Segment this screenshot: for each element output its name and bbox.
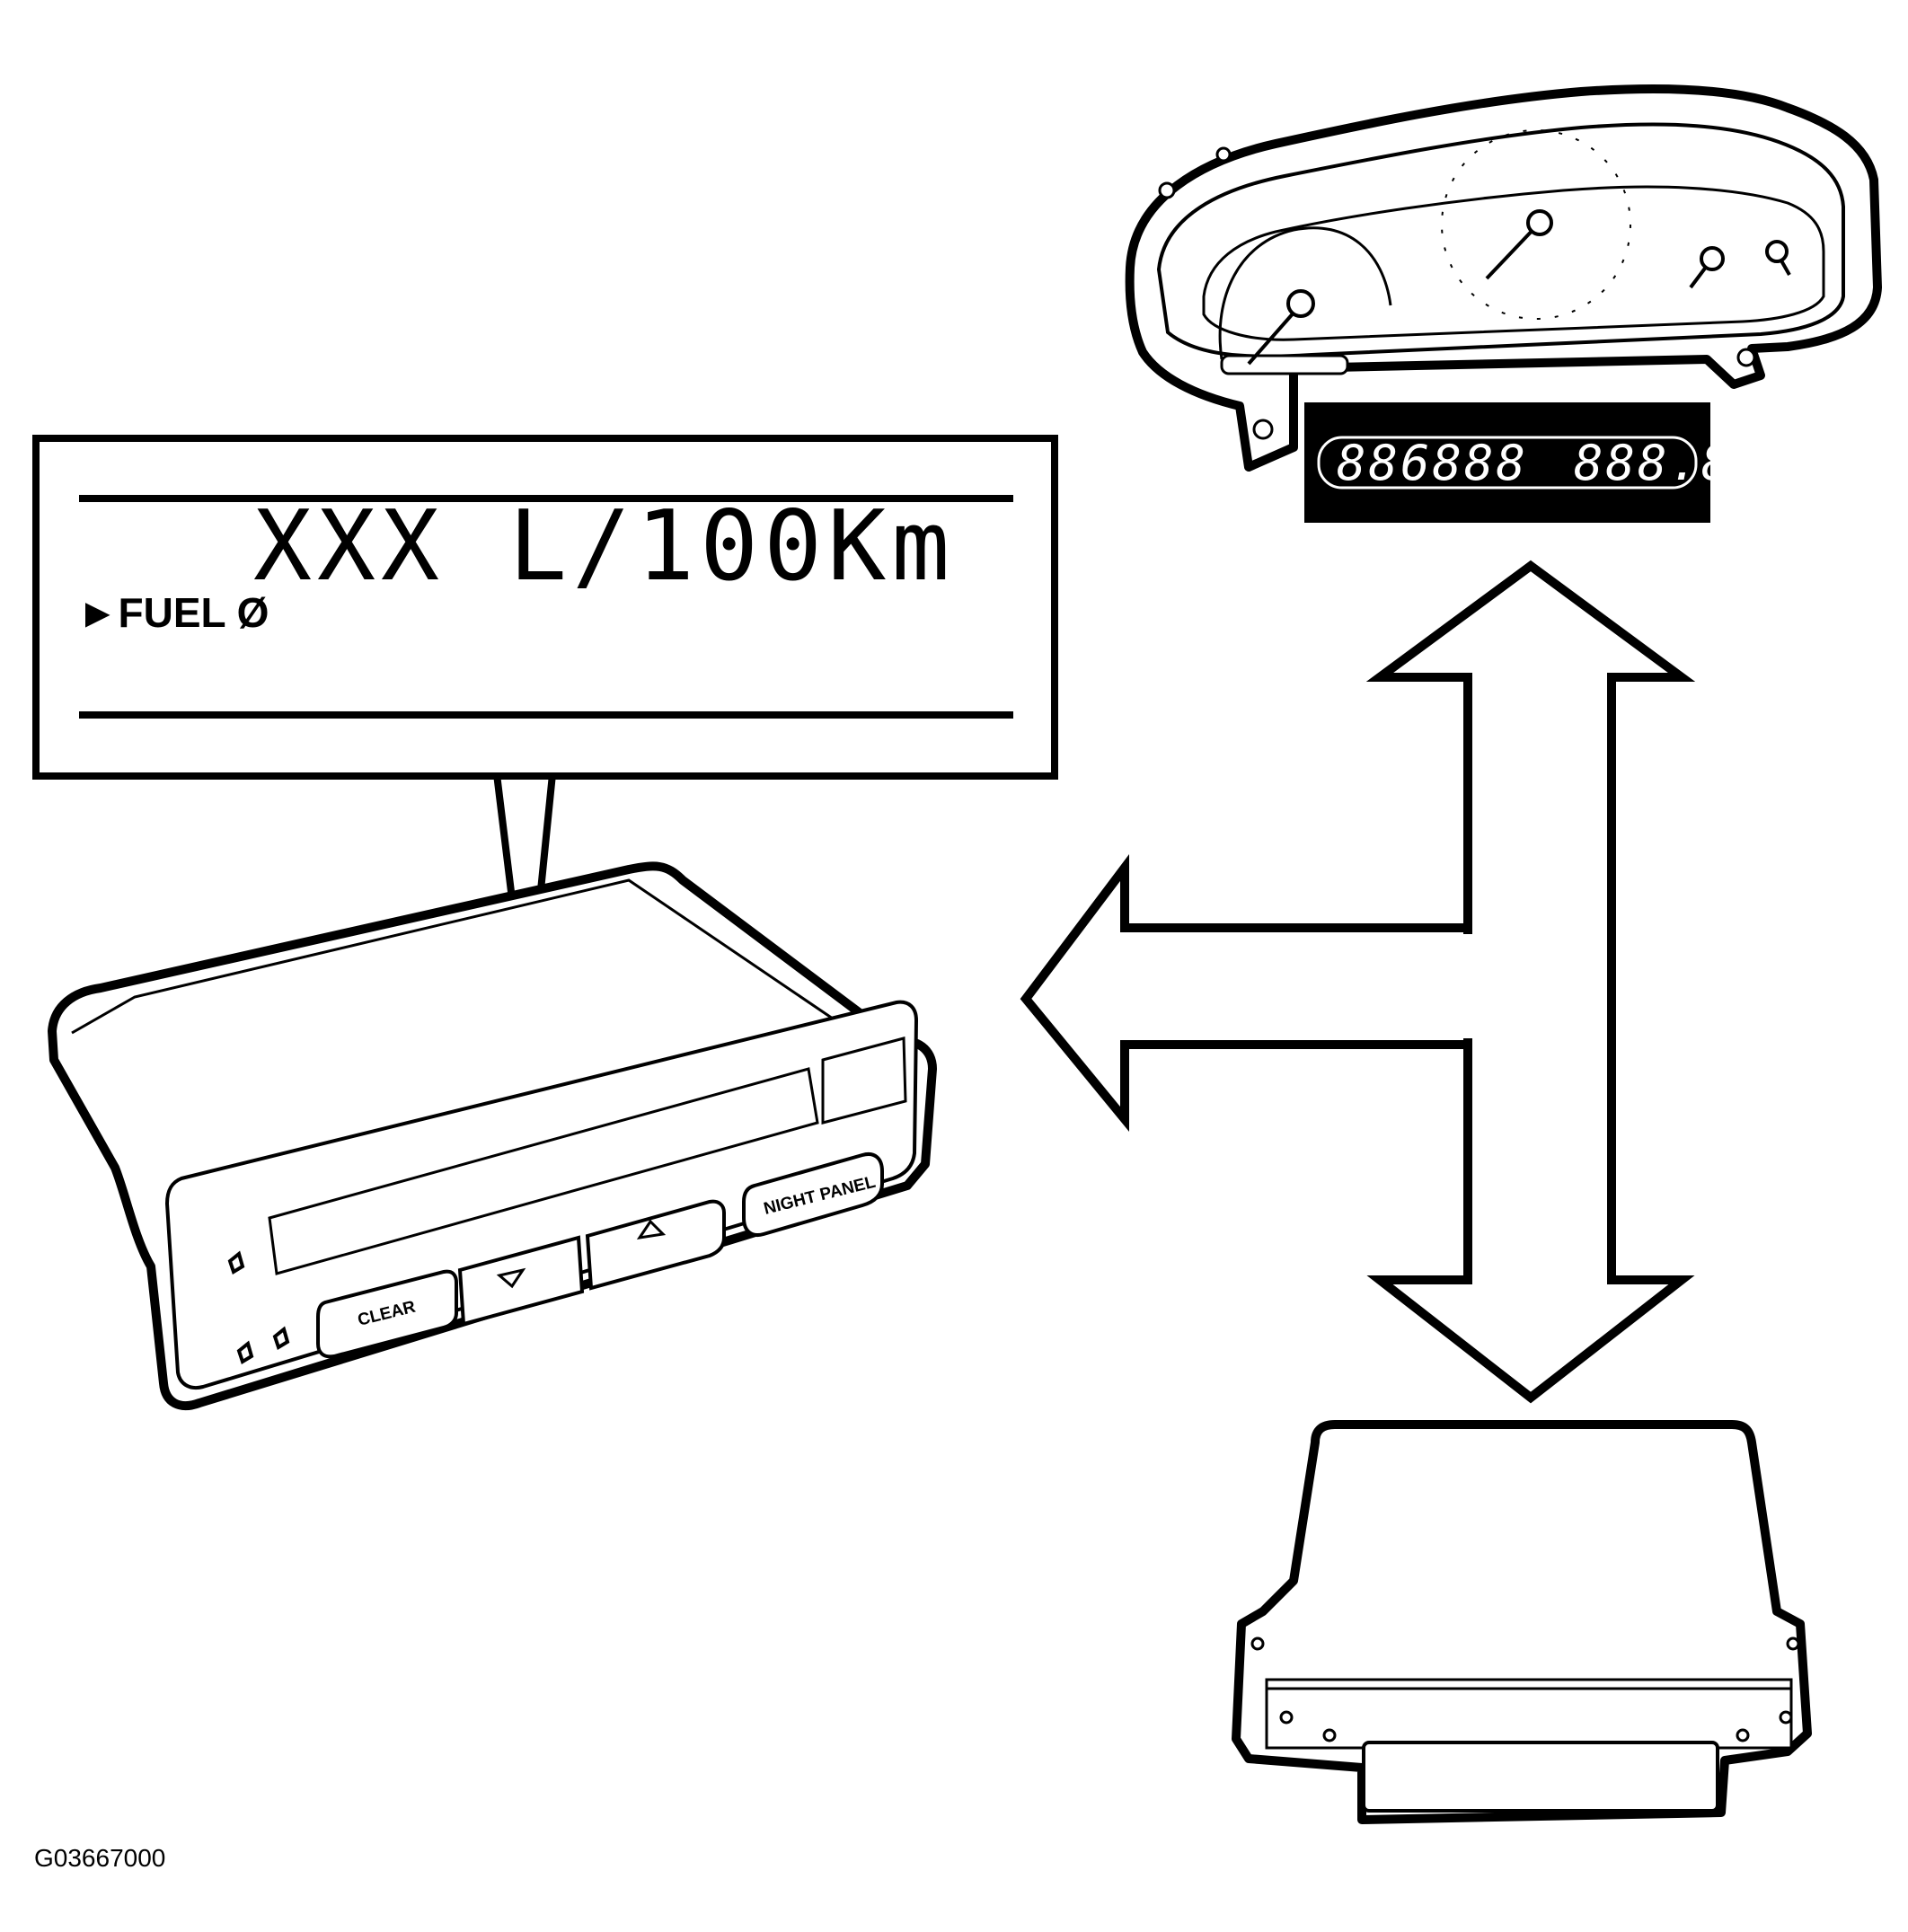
mount-hole	[1158, 181, 1176, 199]
arrow-junction	[1462, 934, 1473, 1038]
up-button[interactable]	[585, 1199, 726, 1291]
data-flow-arrows	[1020, 560, 1696, 1404]
down-button[interactable]	[457, 1235, 585, 1327]
small-gauge-hub-2	[1765, 240, 1789, 263]
odometer-window	[1317, 436, 1698, 490]
speedometer-hub	[1526, 209, 1553, 236]
left-gauge-arc	[1218, 226, 1392, 360]
module-faceplate	[164, 1000, 919, 1389]
module-screw	[1736, 1728, 1750, 1742]
instrument-cluster: 886888 888.8	[1125, 84, 1882, 523]
left-arrow	[1020, 854, 1472, 1132]
module-screw	[1779, 1710, 1793, 1725]
connector-plate	[1265, 1678, 1793, 1750]
mount-hole	[1252, 419, 1274, 440]
speedometer-needle	[1485, 223, 1540, 280]
left-gauge-hub	[1286, 289, 1315, 318]
gauge-bar	[1220, 354, 1349, 375]
diamond-icon	[272, 1326, 290, 1350]
diamond-icon	[236, 1340, 254, 1364]
module-screw	[1279, 1710, 1294, 1725]
speedometer-dial	[1441, 129, 1631, 320]
odometer-display	[1304, 402, 1710, 523]
clear-button[interactable]	[316, 1269, 458, 1359]
bidirectional-arrow	[1365, 560, 1696, 1404]
connector-socket	[1362, 1741, 1719, 1813]
callout-box	[32, 435, 1058, 780]
cluster-face	[1202, 185, 1825, 341]
module-screen	[268, 1067, 819, 1275]
mount-hole	[1215, 146, 1232, 163]
information-module: CLEAR NIGHT PANEL	[48, 861, 937, 1411]
module-screw	[1250, 1636, 1265, 1651]
odometer-value: 886888	[1337, 435, 1528, 491]
figure-id: G03667000	[34, 1844, 166, 1872]
module-screw	[1786, 1636, 1800, 1651]
module-screen-right	[821, 1037, 907, 1125]
module-screw	[1322, 1728, 1337, 1742]
mount-hole	[1736, 348, 1756, 367]
module-top-edge	[71, 878, 881, 1053]
up-arrow-icon	[636, 1219, 667, 1240]
fuel-reading-text: XXX L/100Km	[253, 490, 955, 603]
night-panel-button[interactable]	[742, 1152, 884, 1237]
fuel-mode-label: ►FUEL Ø	[77, 589, 269, 636]
cluster-housing	[1125, 84, 1882, 472]
display-callout: XXX L/100Km ►FUEL Ø	[32, 435, 1058, 1028]
small-gauge-hub-1	[1700, 246, 1725, 271]
down-arrow-icon	[496, 1267, 526, 1289]
left-gauge-needle	[1247, 309, 1297, 366]
diamond-icon	[227, 1250, 245, 1275]
trip-value: 888.8	[1574, 435, 1734, 491]
control-module	[1232, 1420, 1812, 1824]
